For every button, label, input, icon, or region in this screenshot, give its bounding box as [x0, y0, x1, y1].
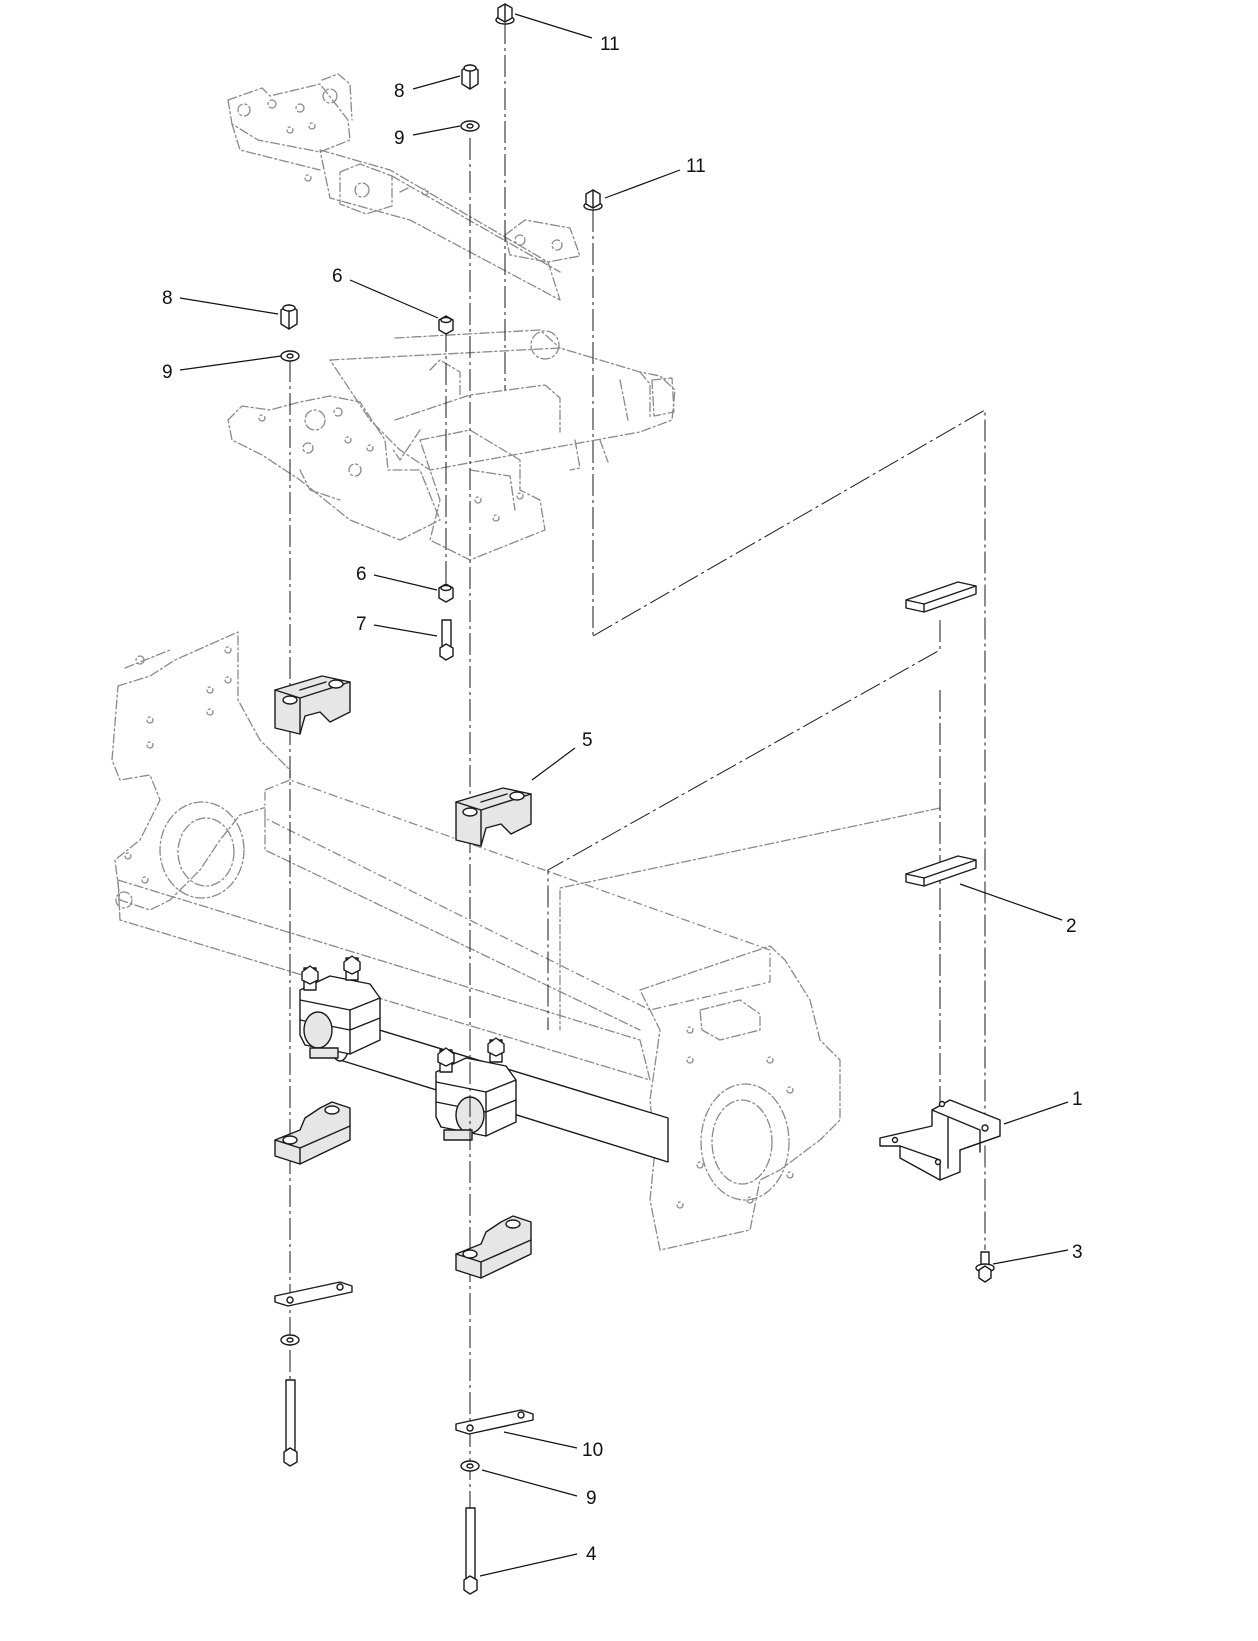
part-6-nut-lower	[438, 583, 454, 603]
clamp-tube-assembly	[299, 955, 669, 1163]
part-5-clamp-half-upper-left	[274, 675, 351, 735]
part-11-flange-nut-top	[495, 3, 515, 25]
callout-2: 2	[1066, 916, 1077, 937]
part-9-washer-left-lower	[280, 1334, 300, 1346]
upper-frame-ghost	[227, 73, 676, 561]
part-5-clamp-half-upper-right	[455, 787, 532, 847]
part-9-washer-lower	[460, 1460, 480, 1472]
part-2-pad-lower	[905, 855, 977, 887]
clamp-half-lower-left	[274, 1101, 351, 1165]
lower-frame-ghost	[111, 631, 941, 1251]
callout-8-upper: 8	[394, 81, 405, 102]
callout-6-upper: 6	[332, 266, 343, 287]
part-4-bolt-left	[283, 1379, 298, 1467]
part-8-nut-left	[280, 304, 298, 330]
part-8-nut-upper	[461, 64, 479, 90]
part-10-plate-left	[274, 1281, 353, 1307]
part-11-flange-nut-mid	[583, 189, 603, 211]
callout-5: 5	[582, 730, 593, 751]
callout-9-lower: 9	[586, 1488, 597, 1509]
callout-9-upper: 9	[394, 128, 405, 149]
part-6-nut-upper	[438, 315, 454, 335]
part-1-bracket	[879, 1099, 1001, 1181]
leader-lines	[179, 13, 1069, 1577]
part-4-bolt-right	[463, 1507, 478, 1595]
callout-4: 4	[586, 1544, 597, 1565]
part-9-washer-upper	[460, 120, 480, 132]
callout-6-lower: 6	[356, 564, 367, 585]
callout-7: 7	[356, 614, 367, 635]
clamp-half-lower-right	[455, 1215, 532, 1279]
callout-3: 3	[1072, 1242, 1083, 1263]
part-3-screw	[975, 1251, 995, 1283]
callout-8-left: 8	[162, 288, 173, 309]
callout-11-mid: 11	[686, 156, 706, 177]
callout-11-top: 11	[600, 34, 620, 55]
callout-numbers: 11 8 9 11 8 6 9 6 7 5 2 1 3 10 9 4	[162, 34, 1083, 1565]
part-10-plate-right	[455, 1409, 534, 1435]
assembly-centerlines	[289, 22, 986, 1560]
callout-9-left: 9	[162, 362, 173, 383]
part-7-bolt	[439, 619, 454, 661]
part-9-washer-left	[280, 350, 300, 362]
part-2-pad-upper	[905, 581, 977, 613]
callout-1: 1	[1072, 1089, 1083, 1110]
callout-10: 10	[582, 1440, 603, 1461]
